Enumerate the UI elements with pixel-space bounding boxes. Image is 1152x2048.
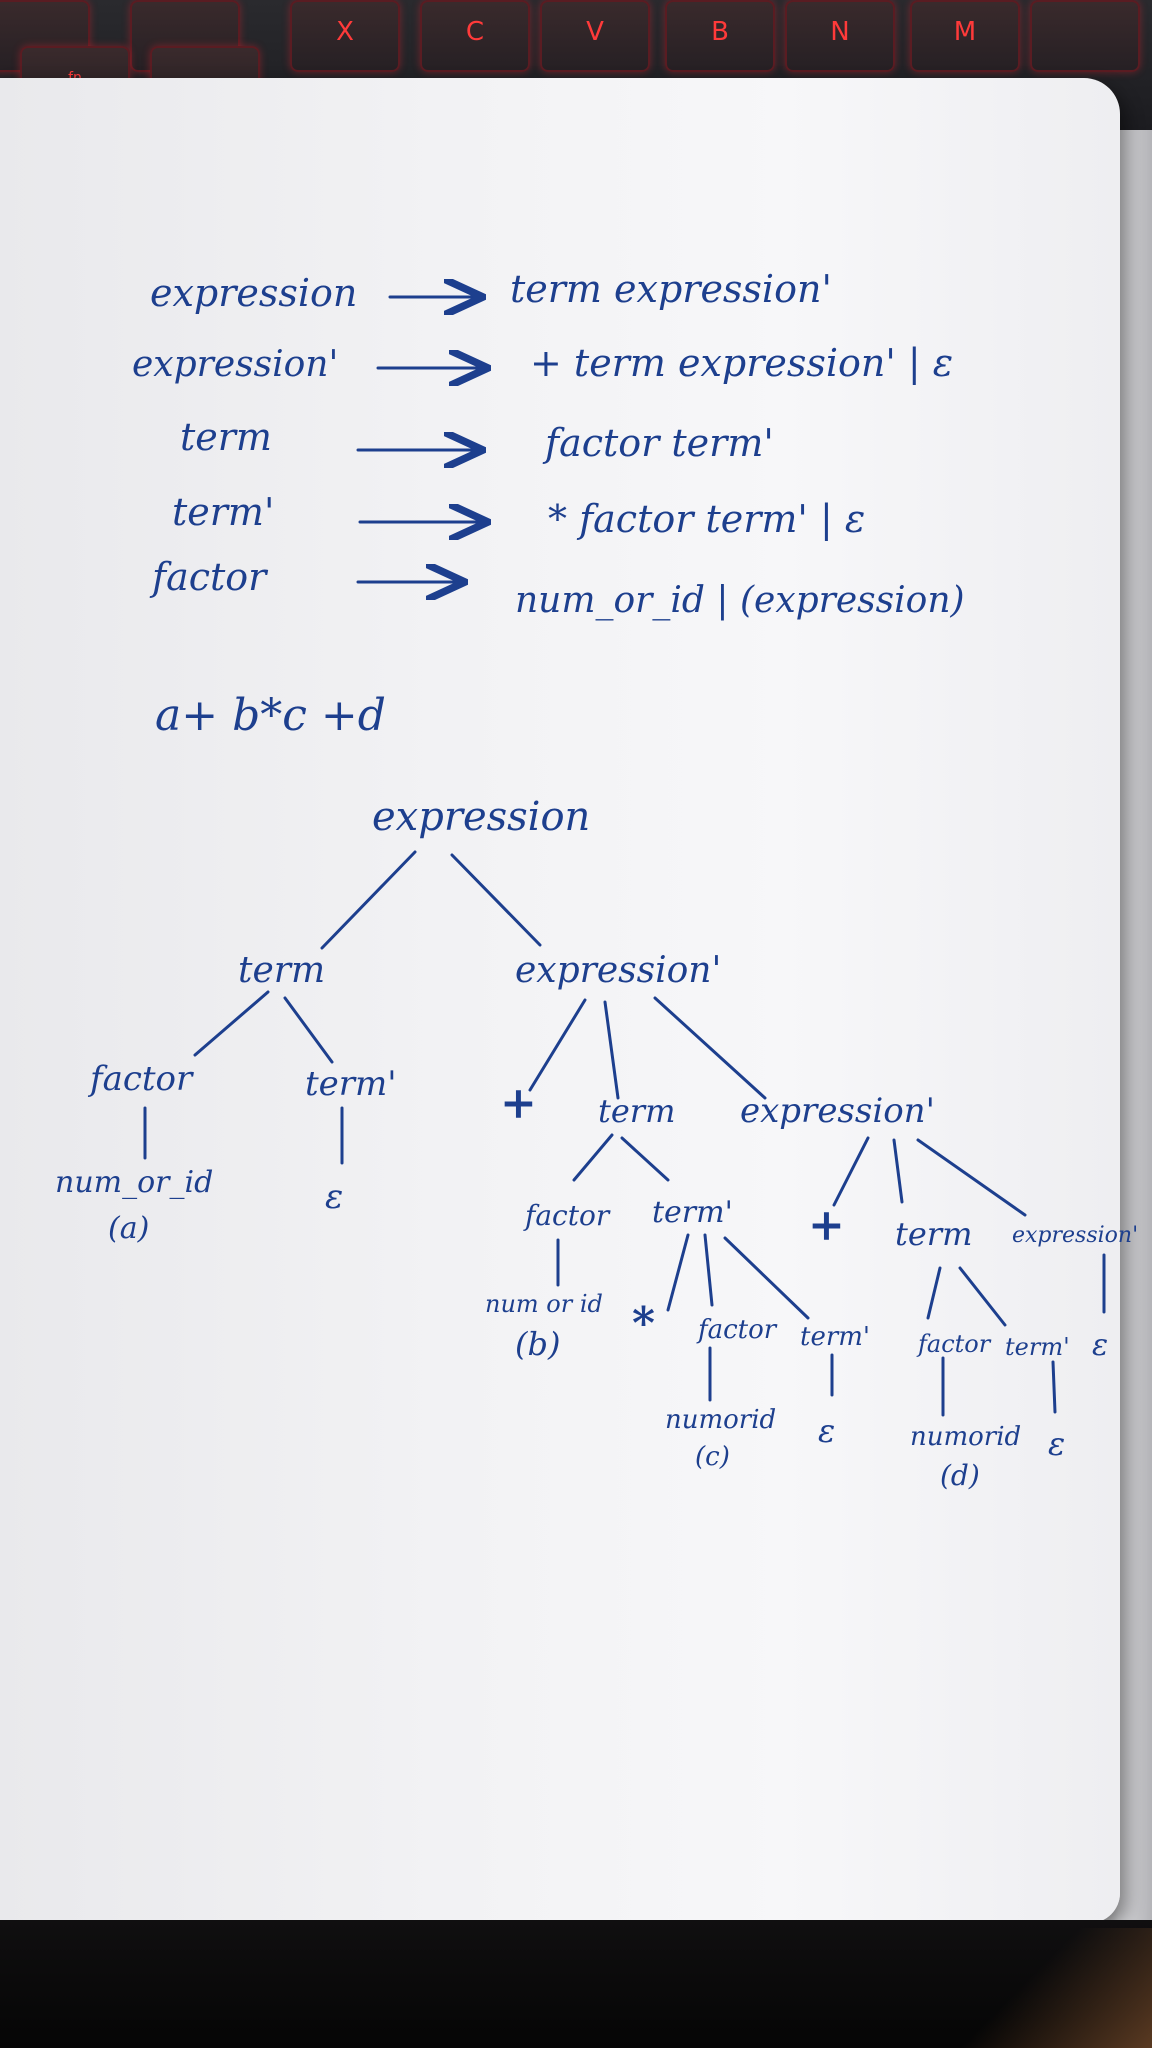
edge [666, 1233, 690, 1312]
keyboard-key-v: V [540, 0, 650, 72]
desk-background [0, 1920, 1152, 2048]
node-term-prime: term' [1005, 1333, 1070, 1361]
rule-2-rhs: + term expression' | ε [530, 341, 953, 385]
node-num-or-id: numorid [910, 1422, 1021, 1452]
edge [528, 998, 587, 1092]
edge [572, 1133, 614, 1182]
node-term-prime: term' [800, 1322, 870, 1352]
rule-2-lhs: expression' [132, 344, 338, 385]
edge [926, 1266, 942, 1320]
node-plus: + [500, 1078, 537, 1129]
node-factor: factor [696, 1315, 778, 1345]
node-num-or-id: num_or_id [55, 1165, 213, 1200]
keyboard-key-n: N [785, 0, 895, 72]
node-epsilon: ε [325, 1177, 343, 1217]
parse-tree-edges [143, 850, 1106, 1417]
node-tag-b: (b) [515, 1325, 560, 1363]
rule-5-lhs: factor [149, 555, 269, 599]
node-plus: + [808, 1200, 845, 1251]
node-tag-d: (d) [940, 1459, 980, 1492]
rule-1-rhs: term expression' [510, 267, 832, 311]
rule-4-lhs: term' [172, 490, 274, 534]
node-term: term [598, 1092, 675, 1130]
keyboard-key-b: B [665, 0, 775, 72]
node-epsilon: ε [1092, 1328, 1108, 1363]
edge [603, 1000, 620, 1100]
node-factor: factor [523, 1199, 611, 1232]
node-star: * [632, 1298, 655, 1349]
node-term: term [895, 1215, 972, 1253]
node-factor: factor [87, 1059, 194, 1099]
node-expression-prime: expression' [1012, 1223, 1138, 1248]
edge [723, 1236, 810, 1320]
node-num-or-id: numorid [665, 1405, 776, 1435]
notebook-page [0, 78, 1120, 1923]
rule-1-lhs: expression [150, 271, 357, 315]
keyboard-key-c: C [420, 0, 530, 72]
parse-tree-nodes: expression term expression' factor term'… [55, 794, 1138, 1492]
edge [193, 990, 270, 1057]
keyboard-key-m: M [910, 0, 1020, 72]
keyboard-key-x: X [290, 0, 400, 72]
edge [832, 1136, 870, 1207]
edge [450, 853, 542, 947]
input-string: a+ b*c +d [155, 690, 386, 741]
rule-3-lhs: term [180, 415, 272, 459]
edge [958, 1266, 1007, 1327]
edge [703, 1233, 714, 1307]
keyboard-key [1030, 0, 1140, 72]
node-term-prime: term' [652, 1195, 733, 1230]
node-tag-a: (a) [108, 1211, 149, 1246]
edge [620, 1136, 670, 1182]
node-num-or-id: num or id [485, 1290, 603, 1318]
rule-5-rhs: num_or_id | (expression) [515, 580, 965, 621]
rule-4-rhs: * factor term' | ε [548, 497, 865, 541]
edge [320, 850, 417, 950]
node-tag-c: (c) [695, 1442, 730, 1472]
grammar-rules: expression term expression' expression' … [132, 267, 965, 621]
edge [916, 1138, 1027, 1217]
edge [1051, 1360, 1057, 1414]
node-factor: factor [916, 1330, 992, 1358]
edge [283, 996, 334, 1064]
edge [892, 1138, 904, 1204]
rule-3-rhs: factor term' [542, 421, 774, 465]
node-expression-prime: expression' [515, 950, 721, 991]
node-epsilon: ε [818, 1412, 835, 1450]
edge [653, 996, 767, 1100]
node-expression-prime: expression' [740, 1091, 935, 1131]
node-expression-root: expression [372, 794, 590, 840]
node-term: term [238, 950, 325, 991]
node-term-prime: term' [305, 1064, 397, 1104]
node-epsilon: ε [1048, 1425, 1065, 1463]
